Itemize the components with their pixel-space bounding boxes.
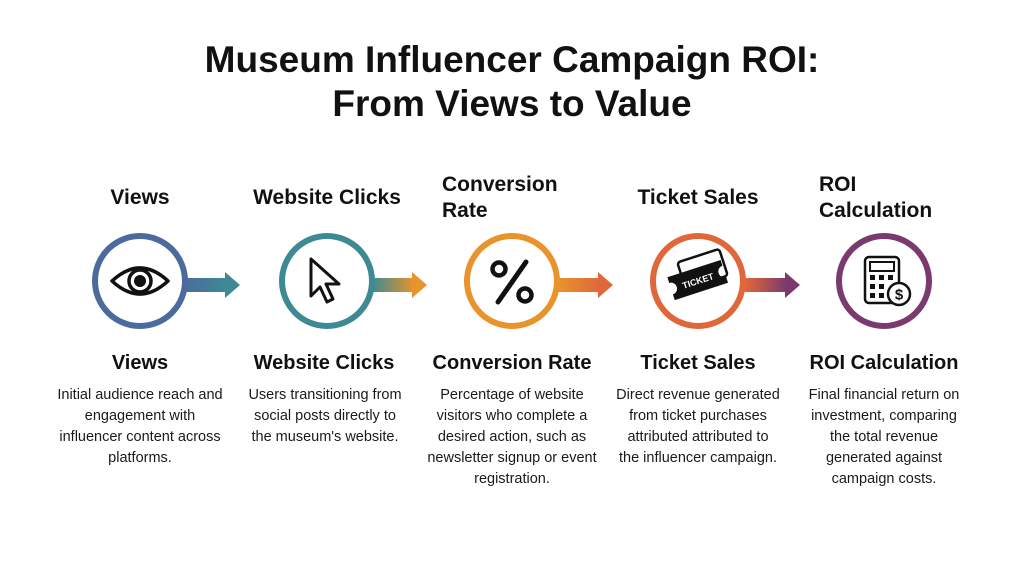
- connector-4: [745, 272, 800, 298]
- title-line-2: From Views to Value: [332, 83, 692, 124]
- step-circle-ticket-sales: TICKET: [650, 233, 746, 329]
- title-line-1: Museum Influencer Campaign ROI:: [204, 39, 820, 80]
- step-description-website-clicks: Users transitioning from social posts di…: [248, 387, 402, 445]
- top-label-ticket-sales: Ticket Sales: [637, 186, 759, 209]
- top-label-roi-calculation-text: ROI Calculation: [819, 173, 933, 222]
- step-circle-website-clicks: [279, 233, 375, 329]
- connector-1: [185, 272, 240, 298]
- step-circle-views: [92, 233, 188, 329]
- top-label-conversion-rate: Conversion Rate: [412, 170, 612, 226]
- step-label-roi-calculation: ROI Calculation: [809, 352, 959, 374]
- percent-icon: [490, 259, 534, 305]
- top-label-conversion-rate-text: Conversion Rate: [442, 173, 558, 222]
- connector-2: [372, 272, 427, 298]
- page-title: Museum Influencer Campaign ROI: From Vie…: [0, 38, 1024, 126]
- step-description-views: Initial audience reach and engagement wi…: [57, 387, 223, 466]
- step-description-ticket-sales: Direct revenue generated from ticket pur…: [616, 387, 780, 466]
- step-circle-conversion-rate: [464, 233, 560, 329]
- ticket-icon: TICKET: [667, 248, 729, 301]
- step-circle-roi-calculation: $: [836, 233, 932, 329]
- step-description-roi-calculation: Final financial return on investment, co…: [808, 387, 960, 487]
- step-label-ticket-sales: Ticket Sales: [640, 352, 756, 374]
- step-label-website-clicks: Website Clicks: [253, 352, 395, 374]
- calculator-dollar-icon: $: [863, 255, 912, 307]
- top-label-roi-calculation: ROI Calculation: [784, 170, 984, 226]
- cursor-icon: [309, 257, 341, 304]
- connector-3: [558, 272, 613, 298]
- svg-text:$: $: [895, 287, 904, 304]
- eye-icon: [110, 266, 170, 296]
- step-description-conversion-rate: Percentage of website visitors who compl…: [427, 387, 597, 487]
- top-label-website-clicks: Website Clicks: [253, 186, 401, 209]
- step-label-views: Views: [111, 352, 169, 374]
- top-label-views: Views: [110, 186, 170, 209]
- step-label-conversion-rate: Conversion Rate: [432, 352, 592, 374]
